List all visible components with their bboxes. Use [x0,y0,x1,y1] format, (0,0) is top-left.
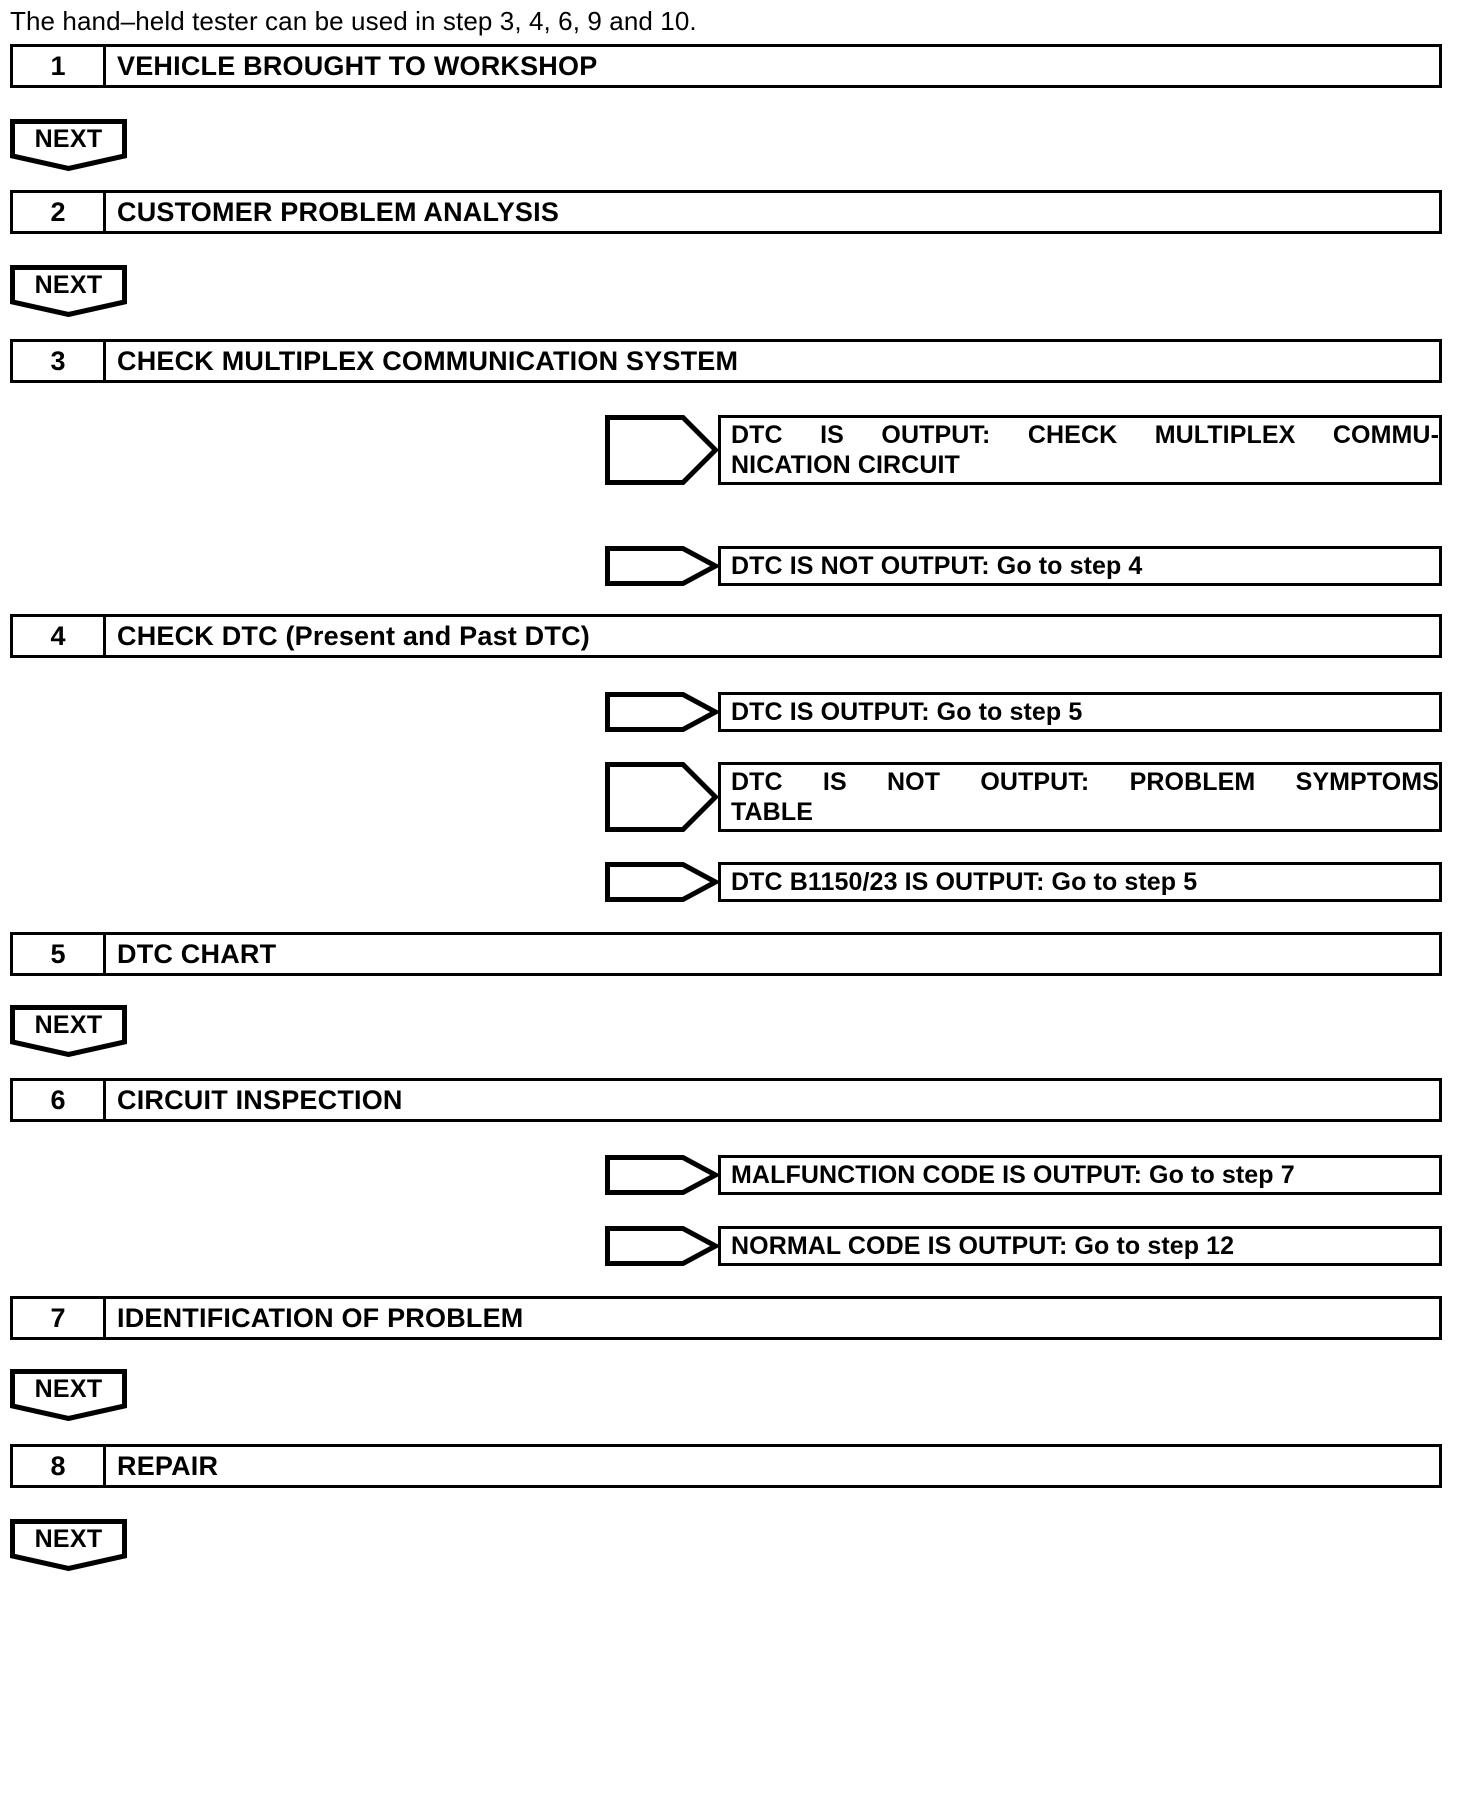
step-number-4: 4 [13,617,106,655]
step-row-2[interactable]: 2 CUSTOMER PROBLEM ANALYSIS [10,190,1442,234]
branch-text-step6-a: MALFUNCTION CODE IS OUTPUT: Go to step 7 [718,1155,1442,1195]
branch-line-1: DTC IS NOT OUTPUT: Go to step 4 [731,552,1143,580]
branch-text-step4-c: DTC B1150/23 IS OUTPUT: Go to step 5 [718,862,1442,902]
branch-arrow-step6-a [605,1155,718,1195]
branch-arrow-step6-b [605,1226,718,1266]
step-title-3: CHECK MULTIPLEX COMMUNICATION SYSTEM [117,345,739,376]
branch-arrow-step4-c [605,862,718,902]
branch-step4-dtc-not-output[interactable]: DTC IS NOT OUTPUT: PROBLEM SYMPTOMS TABL… [605,762,1442,832]
step-row-3[interactable]: 3 CHECK MULTIPLEX COMMUNICATION SYSTEM [10,339,1442,383]
branch-text-step4-a: DTC IS OUTPUT: Go to step 5 [718,692,1442,732]
branch-text-step3-a: DTC IS OUTPUT: CHECK MULTIPLEX COMMU- NI… [718,415,1442,485]
step-row-1[interactable]: 1 VEHICLE BROUGHT TO WORKSHOP [10,44,1442,88]
step-number-3: 3 [13,342,106,380]
right-pointing-arrow-icon [605,415,718,485]
branch-line-2: TABLE [731,798,813,826]
branch-line-1: DTC IS OUTPUT: Go to step 5 [731,698,1083,726]
right-pointing-arrow-icon [605,692,718,732]
step-title-2: CUSTOMER PROBLEM ANALYSIS [117,196,560,227]
step-number-5: 5 [13,935,106,973]
step-row-4[interactable]: 4 CHECK DTC (Present and Past DTC) [10,614,1442,658]
step-title-8: REPAIR [117,1450,219,1481]
branch-line-1: DTC IS OUTPUT: CHECK MULTIPLEX COMMU- [731,421,1439,449]
step-number-2: 2 [13,193,106,231]
branch-arrow-step4-b [605,762,718,832]
branch-text-step3-b: DTC IS NOT OUTPUT: Go to step 4 [718,546,1442,586]
right-pointing-arrow-icon [605,762,718,832]
step-number-6: 6 [13,1081,106,1119]
branch-step6-malfunction-code[interactable]: MALFUNCTION CODE IS OUTPUT: Go to step 7 [605,1155,1442,1195]
down-pointing-banner-icon [10,1369,127,1421]
branch-step4-dtc-output[interactable]: DTC IS OUTPUT: Go to step 5 [605,692,1442,732]
next-banner-5: NEXT [10,1519,127,1571]
down-pointing-banner-icon [10,1005,127,1057]
down-pointing-banner-icon [10,265,127,317]
branch-line-1: DTC B1150/23 IS OUTPUT: Go to step 5 [731,868,1198,896]
step-title-7: IDENTIFICATION OF PROBLEM [117,1302,524,1333]
step-number-8: 8 [13,1447,106,1485]
step-number-1: 1 [13,47,106,85]
branch-step4-b1150-output[interactable]: DTC B1150/23 IS OUTPUT: Go to step 5 [605,862,1442,902]
next-banner-2: NEXT [10,265,127,317]
right-pointing-arrow-icon [605,862,718,902]
step-title-4: CHECK DTC (Present and Past DTC) [117,620,590,651]
step-row-6[interactable]: 6 CIRCUIT INSPECTION [10,1078,1442,1122]
branch-step3-dtc-output[interactable]: DTC IS OUTPUT: CHECK MULTIPLEX COMMU- NI… [605,415,1442,485]
step-title-1: VEHICLE BROUGHT TO WORKSHOP [117,50,598,81]
branch-step3-dtc-not-output[interactable]: DTC IS NOT OUTPUT: Go to step 4 [605,546,1442,586]
next-banner-4: NEXT [10,1369,127,1421]
right-pointing-arrow-icon [605,1155,718,1195]
down-pointing-banner-icon [10,1519,127,1571]
branch-text-step4-b: DTC IS NOT OUTPUT: PROBLEM SYMPTOMS TABL… [718,762,1442,832]
down-pointing-banner-icon [10,119,127,171]
branch-arrow-step3-b [605,546,718,586]
right-pointing-arrow-icon [605,1226,718,1266]
step-row-7[interactable]: 7 IDENTIFICATION OF PROBLEM [10,1296,1442,1340]
intro-note: The hand–held tester can be used in step… [10,6,697,36]
branch-arrow-step3-a [605,415,718,485]
branch-line-1: MALFUNCTION CODE IS OUTPUT: Go to step 7 [731,1161,1295,1189]
step-title-5: DTC CHART [117,938,277,969]
branch-line-1: NORMAL CODE IS OUTPUT: Go to step 12 [731,1232,1235,1260]
branch-line-2: NICATION CIRCUIT [731,451,960,479]
branch-arrow-step4-a [605,692,718,732]
step-row-5[interactable]: 5 DTC CHART [10,932,1442,976]
step-number-7: 7 [13,1299,106,1337]
branch-line-1: DTC IS NOT OUTPUT: PROBLEM SYMPTOMS [731,768,1439,796]
right-pointing-arrow-icon [605,546,718,586]
branch-step6-normal-code[interactable]: NORMAL CODE IS OUTPUT: Go to step 12 [605,1226,1442,1266]
step-title-6: CIRCUIT INSPECTION [117,1084,403,1115]
branch-text-step6-b: NORMAL CODE IS OUTPUT: Go to step 12 [718,1226,1442,1266]
step-row-8[interactable]: 8 REPAIR [10,1444,1442,1488]
next-banner-3: NEXT [10,1005,127,1057]
next-banner-1: NEXT [10,119,127,171]
